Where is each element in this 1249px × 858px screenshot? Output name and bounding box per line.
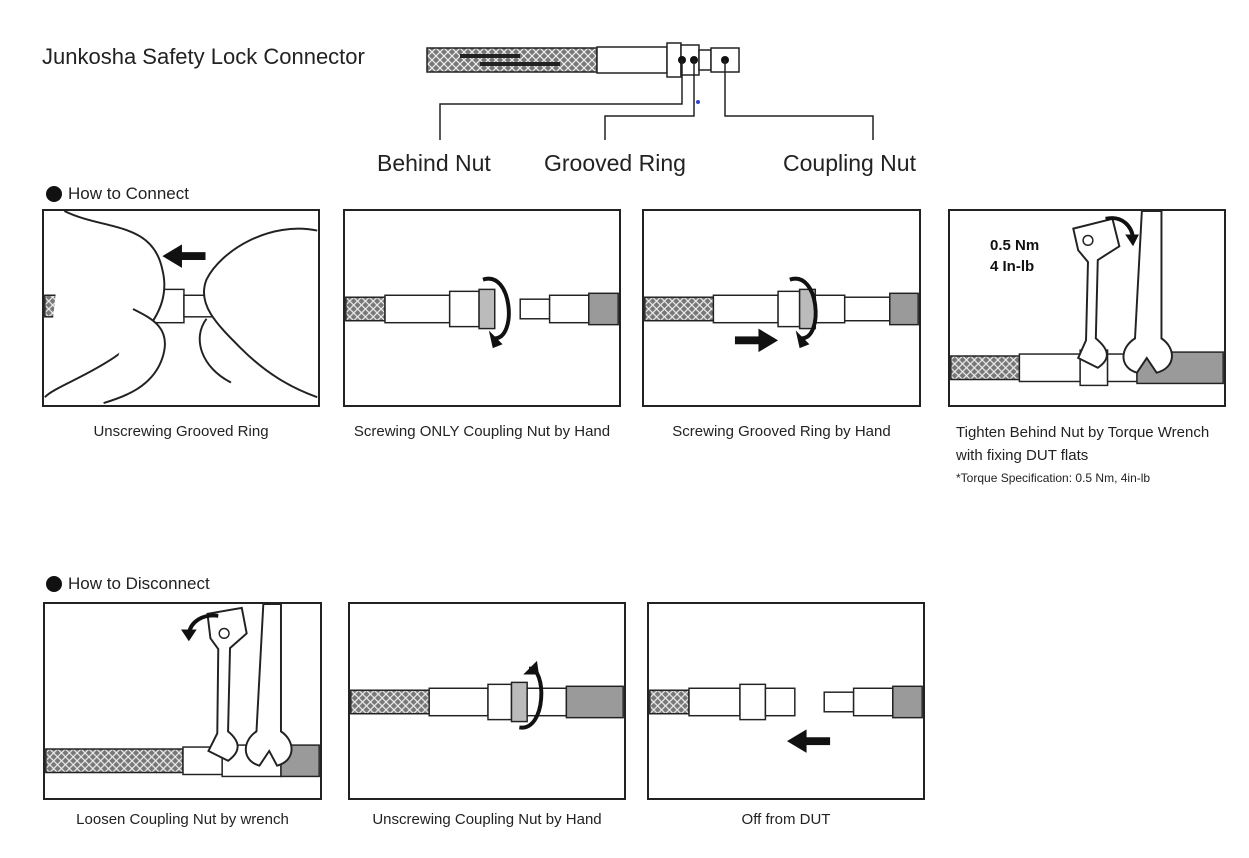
torque-inlb: 4 In-lb xyxy=(990,258,1035,275)
callout-behind-nut: Behind Nut xyxy=(377,150,491,176)
connect-step-1-panel xyxy=(42,209,320,407)
rotate-arrow-icon xyxy=(519,660,544,730)
wrench-icon xyxy=(244,604,293,767)
connect-step-3-panel xyxy=(642,209,921,407)
connect-step-3-illustration xyxy=(644,276,919,353)
header-connector-diagram xyxy=(420,40,940,148)
rotate-arrow-icon xyxy=(482,276,511,349)
connect-step-2-illustration xyxy=(345,276,619,349)
rotate-arrow-icon xyxy=(1105,216,1139,247)
disconnect-step-3-caption: Off from DUT xyxy=(741,811,831,828)
callout-grooved-ring: Grooved Ring xyxy=(544,150,686,176)
hand-icon xyxy=(198,227,318,399)
torque-note: *Torque Specification: 0.5 Nm, 4in-lb xyxy=(956,471,1151,485)
disconnect-step-1-panel xyxy=(43,602,322,800)
disconnect-step-2-caption: Unscrewing Coupling Nut by Hand xyxy=(372,811,602,828)
torque-nm: 0.5 Nm xyxy=(990,237,1040,254)
connect-step-2-caption: Screwing ONLY Coupling Nut by Hand xyxy=(353,423,611,440)
arrow-left-icon xyxy=(162,244,206,268)
connect-step-4-panel: 0.5 Nm 4 In-lb xyxy=(948,209,1226,407)
rotate-arrow-icon xyxy=(181,613,219,642)
disconnect-step-1-illustration xyxy=(45,604,320,778)
connect-step-4-illustration xyxy=(950,211,1224,387)
connect-step-4-caption-line2: with fixing DUT flats xyxy=(956,447,1089,464)
connect-step-1-caption: Unscrewing Grooved Ring xyxy=(93,423,269,440)
wrench-icon xyxy=(1072,217,1121,369)
disconnect-heading-label: How to Disconnect xyxy=(68,574,210,593)
connect-heading: How to Connect xyxy=(46,184,189,204)
callout-coupling-nut: Coupling Nut xyxy=(783,150,916,176)
disconnect-step-2-illustration xyxy=(350,660,624,730)
connector-illustration xyxy=(426,42,874,148)
indicator-dot xyxy=(696,100,700,104)
connect-heading-label: How to Connect xyxy=(68,184,189,203)
connect-step-4-caption: Tighten Behind Nut by Torque Wrench with… xyxy=(956,421,1246,490)
wrench-icon xyxy=(1122,211,1173,374)
hand-icon xyxy=(44,211,166,404)
connect-step-4-caption-line1: Tighten Behind Nut by Torque Wrench xyxy=(956,424,1210,441)
disconnect-step-3-illustration xyxy=(649,683,923,753)
disconnect-step-3-panel xyxy=(647,602,925,800)
page-title: Junkosha Safety Lock Connector xyxy=(42,44,365,69)
disconnect-step-1-caption: Loosen Coupling Nut by wrench xyxy=(76,811,289,828)
rotate-arrow-icon xyxy=(789,276,818,349)
arrow-left-icon xyxy=(786,729,831,753)
connect-step-1-illustration xyxy=(44,211,318,404)
connect-step-2-panel xyxy=(343,209,621,407)
wrench-icon xyxy=(206,606,248,762)
filled-dot-icon xyxy=(46,186,62,202)
torque-spec-label: 0.5 Nm 4 In-lb xyxy=(990,235,1039,277)
disconnect-step-2-panel xyxy=(348,602,626,800)
filled-dot-icon xyxy=(46,576,62,592)
connect-step-3-caption: Screwing Grooved Ring by Hand xyxy=(672,423,891,440)
arrow-right-icon xyxy=(734,328,779,353)
disconnect-heading: How to Disconnect xyxy=(46,574,210,594)
